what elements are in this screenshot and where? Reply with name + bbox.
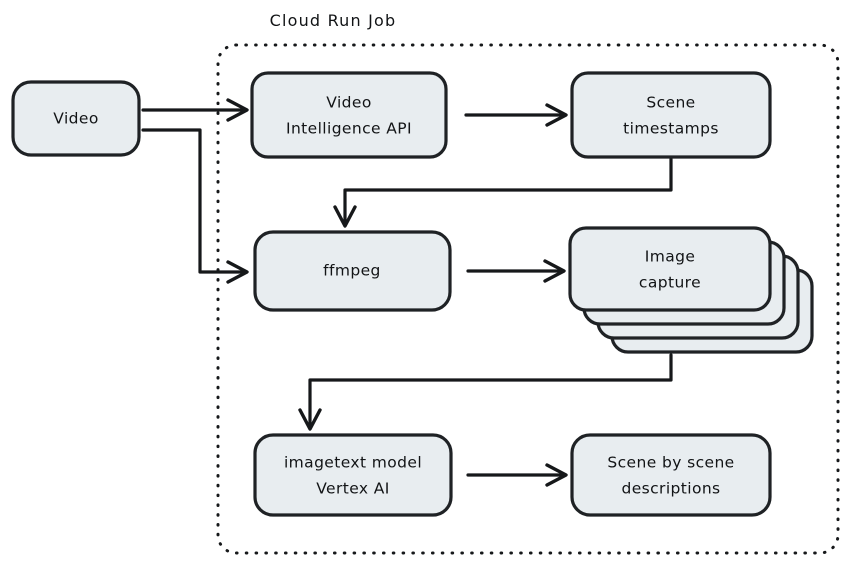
node-scene-timestamps-shape xyxy=(570,71,772,159)
node-scene-by-scene-descriptions[interactable]: Scene by scene descriptions xyxy=(570,433,772,517)
edge-scene-timestamps-to-ffmpeg xyxy=(333,157,673,228)
node-image-capture-label-line-2: capture xyxy=(639,274,701,292)
arrowhead-icon xyxy=(543,259,566,283)
arrowhead-icon xyxy=(298,408,322,431)
node-scene-by-scene-descriptions-label-line-2: descriptions xyxy=(621,480,720,498)
edge-imagetext-model-to-scene-descriptions xyxy=(466,463,568,487)
edge-video-to-video-intelligence-api xyxy=(141,98,249,122)
node-ffmpeg-label-line-1: ffmpeg xyxy=(323,262,381,280)
group-title-cloud-run-job: Cloud Run Job xyxy=(270,11,397,30)
node-image-capture-shape xyxy=(568,226,772,312)
arrowhead-icon xyxy=(333,205,357,228)
group-boundary-cloud-run-job xyxy=(216,43,840,555)
node-video-intelligence-api-label-line-2: Intelligence API xyxy=(286,120,412,138)
node-scene-timestamps[interactable]: Scene timestamps xyxy=(570,71,772,159)
node-scene-by-scene-descriptions-label-line-1: Scene by scene xyxy=(607,454,734,472)
node-video[interactable]: Video xyxy=(11,80,141,157)
node-imagetext-model-vertex-ai[interactable]: imagetext model Vertex AI xyxy=(253,433,453,517)
edge-image-capture-to-imagetext-model xyxy=(298,353,673,431)
node-imagetext-model-vertex-ai-label-line-1: imagetext model xyxy=(284,454,422,472)
node-video-intelligence-api-label-line-1: Video xyxy=(326,94,371,112)
node-imagetext-model-vertex-ai-shape xyxy=(253,433,453,517)
edge-layer xyxy=(141,98,673,487)
arrowhead-icon xyxy=(545,463,568,487)
node-ffmpeg-shape xyxy=(253,230,452,312)
node-video-shape xyxy=(11,80,141,157)
node-imagetext-model-vertex-ai-label-line-2: Vertex AI xyxy=(316,480,390,498)
node-video-intelligence-api[interactable]: Video Intelligence API xyxy=(250,71,448,159)
node-scene-timestamps-label-line-2: timestamps xyxy=(623,120,719,138)
arrowhead-icon xyxy=(226,98,249,122)
node-video-intelligence-api-shape xyxy=(250,71,448,159)
node-scene-timestamps-label-line-1: Scene xyxy=(646,94,695,112)
node-scene-by-scene-descriptions-shape xyxy=(570,433,772,517)
arrowhead-icon xyxy=(226,260,249,284)
arrowhead-icon xyxy=(545,103,568,127)
node-image-capture-label-line-1: Image xyxy=(645,248,696,266)
node-video-label-line-1: Video xyxy=(53,110,98,128)
edge-video-to-ffmpeg xyxy=(141,128,249,284)
edge-ffmpeg-to-image-capture xyxy=(466,259,566,283)
edge-video-intelligence-api-to-scene-timestamps xyxy=(464,103,568,127)
node-image-capture[interactable]: Image capture xyxy=(568,226,814,354)
node-ffmpeg[interactable]: ffmpeg xyxy=(253,230,452,312)
